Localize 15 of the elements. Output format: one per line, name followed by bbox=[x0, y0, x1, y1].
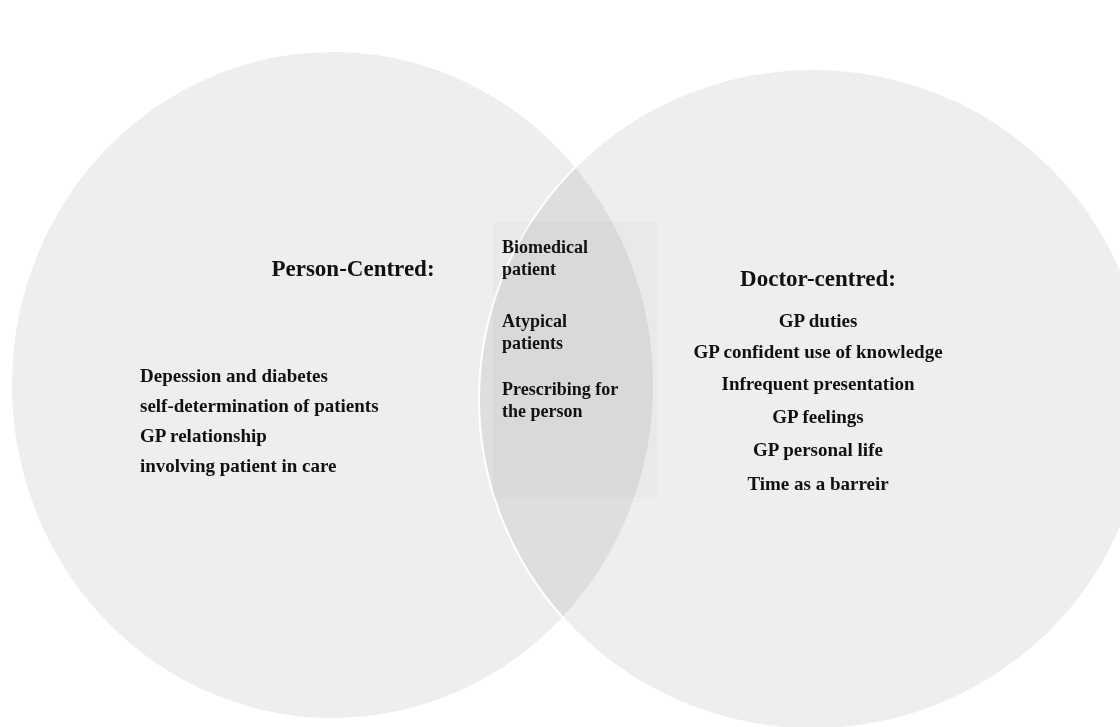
list-item: Depession and diabetes bbox=[140, 365, 328, 387]
list-item: GP relationship bbox=[140, 425, 267, 447]
list-item: Time as a barreir bbox=[747, 473, 889, 495]
list-item: Atypical patients bbox=[502, 310, 568, 354]
list-item: GP feelings bbox=[772, 406, 864, 428]
list-item: Prescribing for the person bbox=[502, 378, 619, 422]
list-item: GP personal life bbox=[753, 439, 883, 461]
list-item: GP duties bbox=[778, 310, 858, 332]
list-item: self-determination of patients bbox=[140, 395, 379, 417]
list-item: involving patient in care bbox=[140, 455, 337, 477]
list-item: GP confident use of knowledge bbox=[693, 341, 943, 363]
list-item: Biomedical patient bbox=[502, 236, 589, 280]
heading: Person-Centred: bbox=[271, 258, 435, 280]
list-item: Infrequent presentation bbox=[721, 373, 915, 395]
heading: Doctor-centred: bbox=[740, 268, 896, 290]
